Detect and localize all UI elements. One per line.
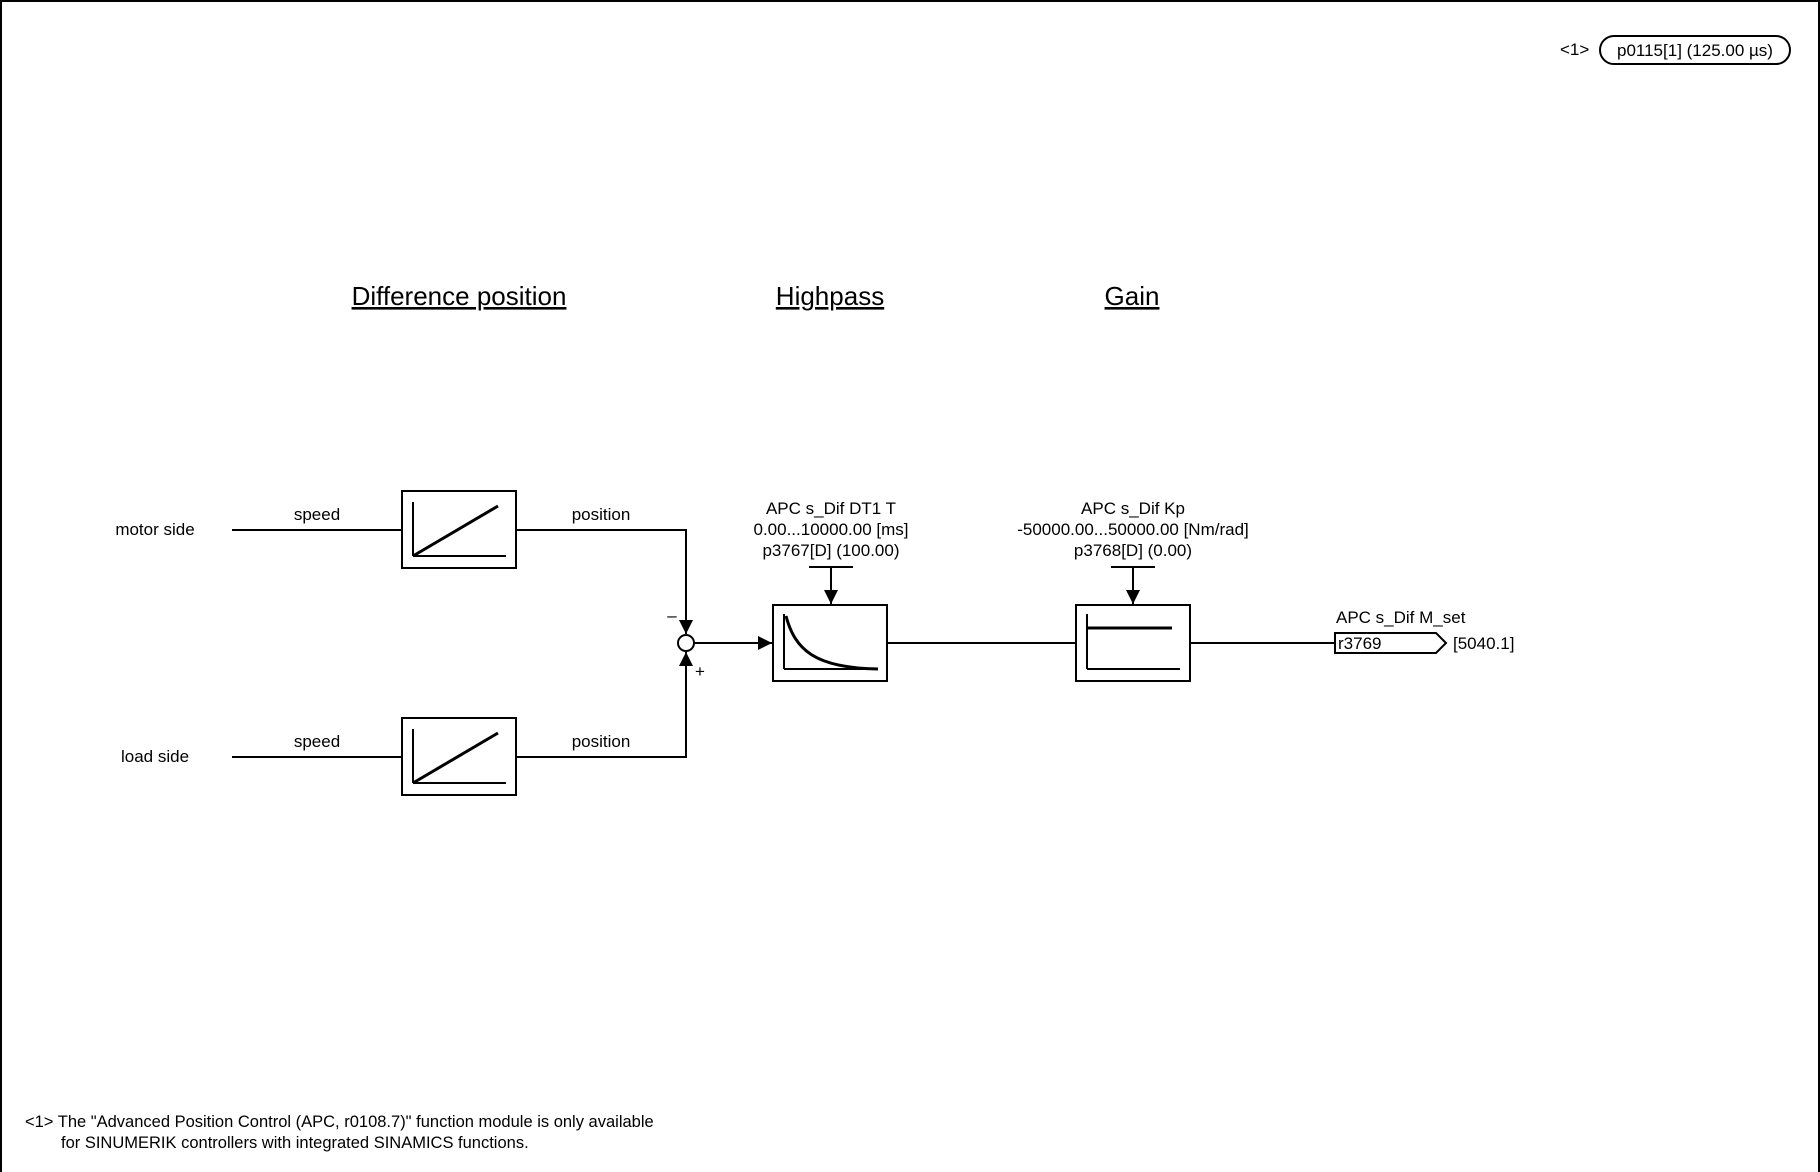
load-position-label: position bbox=[572, 732, 631, 751]
motor-speed-label: speed bbox=[294, 505, 340, 524]
motor-integrator-ramp bbox=[412, 504, 499, 558]
load-position-line bbox=[516, 652, 693, 758]
motor-position-line bbox=[516, 529, 693, 634]
footnote-line-2: for SINUMERIK controllers with integrate… bbox=[61, 1134, 529, 1152]
output-param: r3769 bbox=[1338, 634, 1381, 653]
load-side-label: load side bbox=[121, 747, 189, 766]
output-name: APC s_Dif M_set bbox=[1336, 608, 1466, 627]
heading-difference-position: Difference position bbox=[352, 281, 567, 311]
sample-time-box bbox=[1599, 35, 1791, 65]
highpass-param-id: p3767[D] (100.00) bbox=[762, 541, 899, 560]
footnote-line-1: <1> The "Advanced Position Control (APC,… bbox=[25, 1113, 654, 1131]
summing-junction bbox=[677, 634, 695, 652]
heading-highpass: Highpass bbox=[776, 281, 884, 311]
gain-param-id: p3768[D] (0.00) bbox=[1074, 541, 1192, 560]
output-connector bbox=[1334, 632, 1448, 654]
highpass-param-name: APC s_Dif DT1 T bbox=[766, 499, 896, 518]
load-integrator-ramp bbox=[412, 731, 499, 785]
minus-sign: – bbox=[667, 606, 677, 625]
load-speed-label: speed bbox=[294, 732, 340, 751]
heading-gain: Gain bbox=[1105, 281, 1160, 311]
plus-sign: + bbox=[695, 662, 705, 681]
motor-side-label: motor side bbox=[115, 520, 194, 539]
gain-param-name: APC s_Dif Kp bbox=[1081, 499, 1185, 518]
footnote-ref-marker: <1> bbox=[1560, 40, 1589, 59]
motor-position-label: position bbox=[572, 505, 631, 524]
highpass-decay-curve bbox=[784, 615, 879, 671]
highpass-param-range: 0.00...10000.00 [ms] bbox=[754, 520, 909, 539]
gain-param-range: -50000.00...50000.00 [Nm/rad] bbox=[1017, 520, 1249, 539]
sample-time-param: p0115[1] (125.00 µs) bbox=[1617, 41, 1773, 60]
output-target-link[interactable]: [5040.1] bbox=[1453, 634, 1514, 653]
